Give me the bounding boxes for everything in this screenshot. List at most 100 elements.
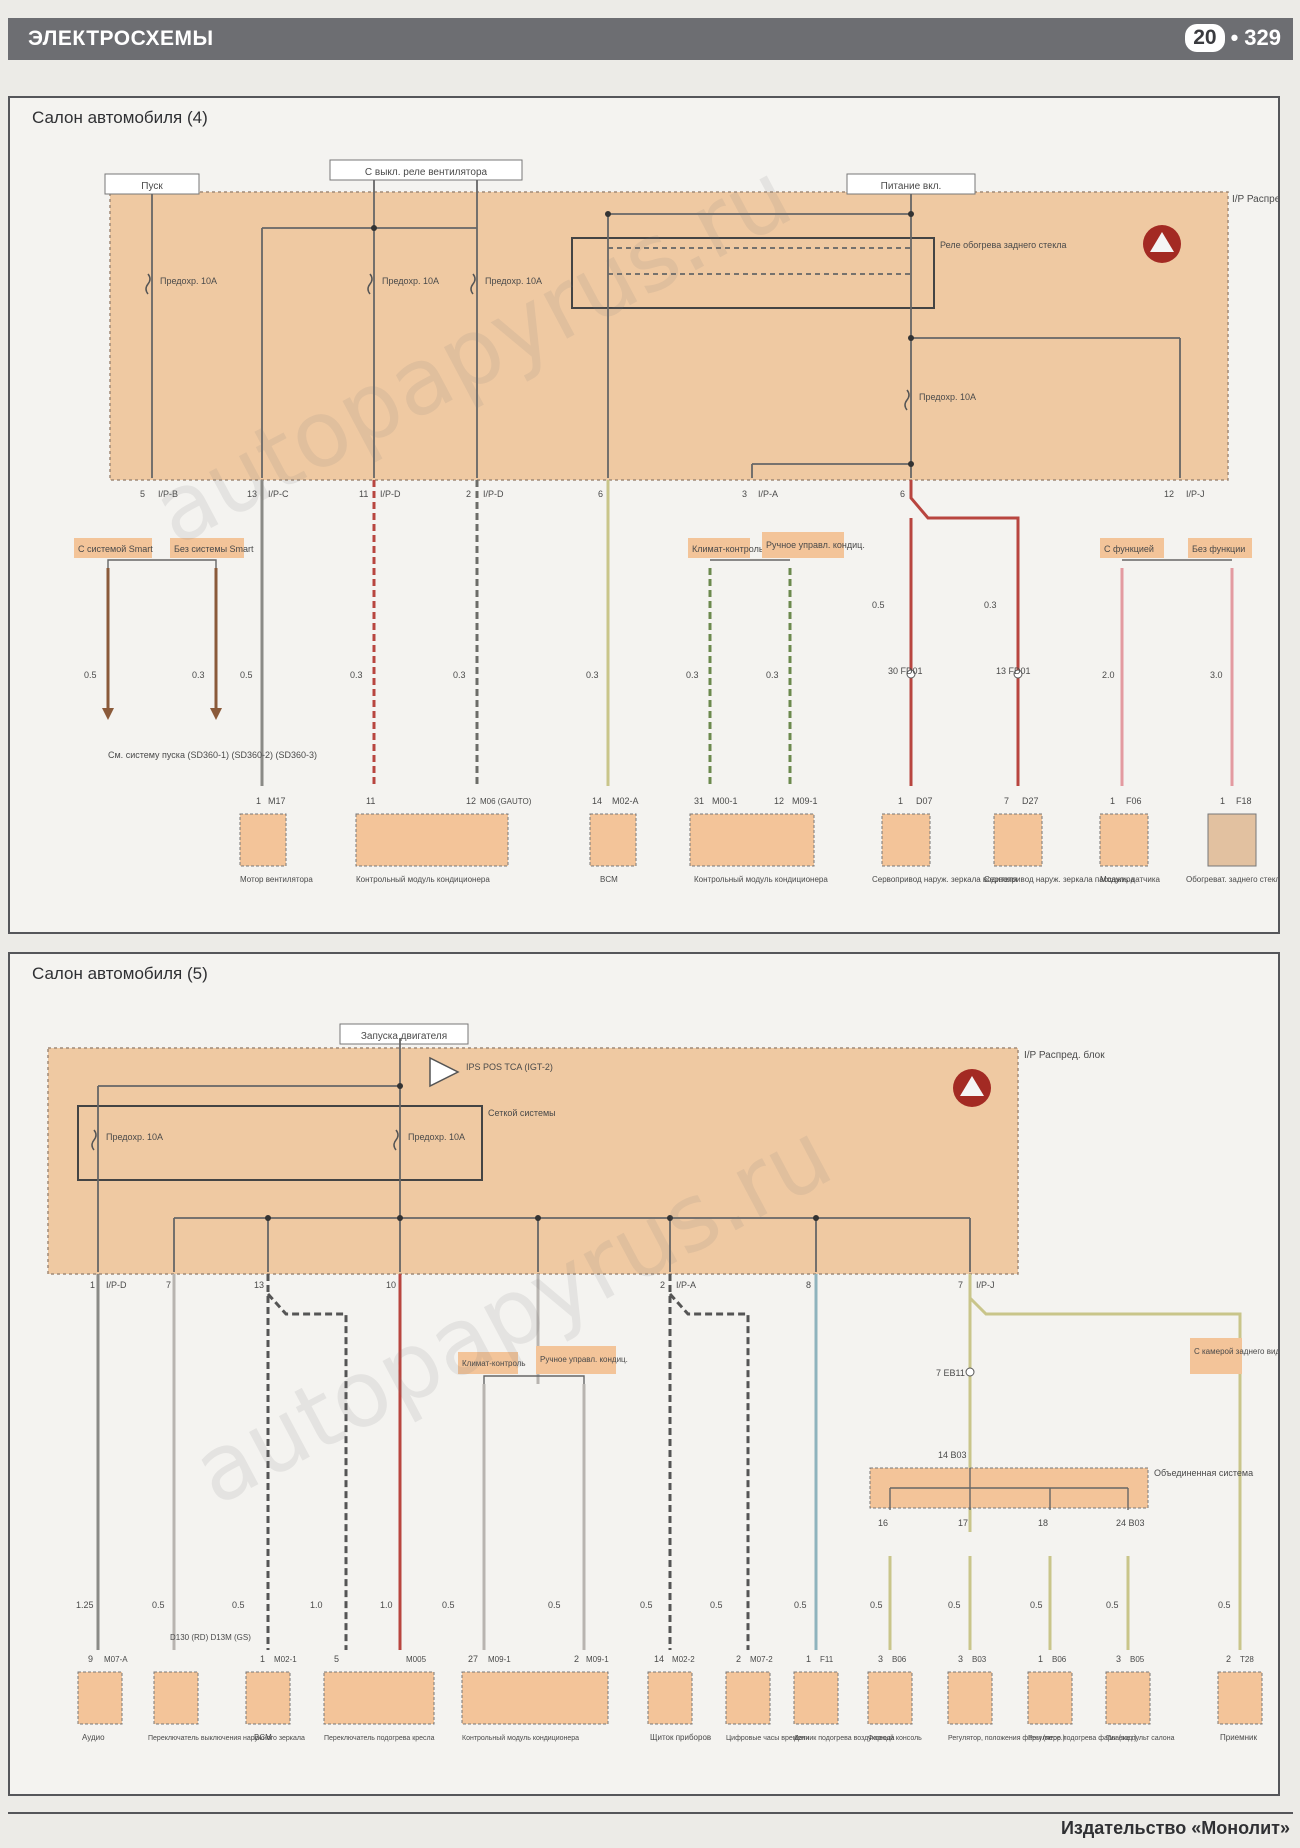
wiring-diagram-4: Пуск С выкл. реле вентилятора Питание вк… bbox=[74, 159, 1278, 884]
page-number: 329 bbox=[1244, 25, 1281, 50]
connector-name: Контрольный модуль кондиционера bbox=[694, 875, 828, 884]
wire-size: 0.3 bbox=[984, 600, 997, 610]
branch-label: С функцией bbox=[1104, 544, 1154, 554]
chapter-badge: 20 bbox=[1185, 24, 1225, 52]
pin-code: I/P-C bbox=[268, 489, 289, 499]
connector-code: F06 bbox=[1126, 796, 1142, 806]
connector-pin: 3 bbox=[878, 1654, 883, 1664]
connector-code: T28 bbox=[1240, 1655, 1254, 1664]
source-label: Запуска двигателя bbox=[361, 1031, 447, 1042]
external-wires bbox=[96, 1274, 1242, 1650]
connector-pin: 7 bbox=[1004, 796, 1009, 806]
wire-size: 0.3 bbox=[453, 670, 466, 680]
internal-wiring bbox=[151, 180, 1181, 478]
pin-label: 3 bbox=[742, 489, 747, 499]
wire-size: 0.5 bbox=[640, 1600, 653, 1610]
connector-name: BCM bbox=[600, 875, 618, 884]
connector-boxes bbox=[239, 813, 1257, 867]
wire-size: 0.3 bbox=[350, 670, 363, 680]
connector-code: M07-A bbox=[104, 1655, 128, 1664]
branch-braces bbox=[483, 1375, 585, 1384]
fuse-label: Предохр. 10A bbox=[382, 276, 439, 286]
connector-code: M09-1 bbox=[792, 796, 818, 806]
wire-size: 0.5 bbox=[872, 600, 885, 610]
fuse-symbols bbox=[91, 1129, 399, 1151]
wire-size: 0.5 bbox=[152, 1600, 165, 1610]
branch-label: Ручное управл. кондиц. bbox=[766, 540, 865, 550]
footer-divider bbox=[8, 1812, 1293, 1814]
page-section-title: ЭЛЕКТРОСХЕМЫ bbox=[28, 27, 214, 50]
connector-code: B05 bbox=[1130, 1655, 1145, 1664]
branch-label-box bbox=[1100, 538, 1164, 558]
branch-label: Без системы Smart bbox=[174, 544, 254, 554]
connector-name: Переключатель подогрева кресла bbox=[324, 1735, 435, 1742]
module-label: Сеткой системы bbox=[488, 1108, 556, 1118]
diagram-panel-5: Салон автомобиля (5) I/P Распред. блок З… bbox=[8, 952, 1280, 1796]
splice-label: 14 B03 bbox=[938, 1450, 967, 1460]
connector-pin: 1 bbox=[898, 796, 903, 806]
connector-pin: 1 bbox=[260, 1654, 265, 1664]
junction-dots bbox=[371, 211, 914, 467]
wire-size: 0.5 bbox=[442, 1600, 455, 1610]
connector-code: D27 bbox=[1022, 796, 1039, 806]
branch-label-box bbox=[74, 538, 152, 558]
source-label-fan: С выкл. реле вентилятора bbox=[365, 167, 488, 178]
fuse-label: Предохр. 10A bbox=[408, 1132, 465, 1142]
relay-box bbox=[571, 237, 935, 309]
connector-code: M02-A bbox=[612, 796, 639, 806]
pin-label: 7 bbox=[166, 1280, 171, 1290]
gauge-pin: 17 bbox=[958, 1518, 968, 1528]
reference-note: См. систему пуска (SD360-1) (SD360-2) (S… bbox=[108, 750, 317, 760]
branch-label: Климат-контроль bbox=[692, 544, 764, 554]
connector-pin: 1 bbox=[256, 796, 261, 806]
module-box bbox=[77, 1105, 483, 1181]
connector-pin: 9 bbox=[88, 1654, 93, 1664]
pin-label: 1 bbox=[90, 1280, 95, 1290]
connector-name: Плавка пульт салона bbox=[1106, 1735, 1175, 1742]
branch-label-box bbox=[458, 1352, 518, 1374]
connector-code: M07-2 bbox=[750, 1655, 773, 1664]
branch-label: Без функции bbox=[1192, 544, 1245, 554]
fuse-label: Предохр. 10A bbox=[160, 276, 217, 286]
connector-name: Сервопривод наруж. зеркала водителя bbox=[872, 875, 1017, 884]
connector-code: B06 bbox=[1052, 1655, 1067, 1664]
source-label-start: Пуск bbox=[141, 181, 163, 192]
splice-point bbox=[906, 669, 916, 679]
junction-box-label: I/P Распред. блок bbox=[1024, 1049, 1105, 1061]
wire-size: 3.0 bbox=[1210, 670, 1223, 680]
pin-label: 6 bbox=[598, 489, 603, 499]
connector-name: Регулятор, положения фары (пере.) bbox=[948, 1735, 1065, 1742]
pin-label: 7 bbox=[958, 1280, 963, 1290]
connector-pin: 11 bbox=[366, 796, 375, 806]
source-label-box bbox=[329, 159, 523, 181]
panel-title: Салон автомобиля (5) bbox=[32, 964, 208, 983]
gauge-pin: 18 bbox=[1038, 1518, 1048, 1528]
connector-code: F18 bbox=[1236, 796, 1252, 806]
connector-code: M06 (GAUTO) bbox=[480, 797, 532, 806]
wire-size: 1.0 bbox=[380, 1600, 393, 1610]
pin-code: I/P-D bbox=[106, 1280, 127, 1290]
wire-size: 0.3 bbox=[766, 670, 779, 680]
pin-code: I/P-J bbox=[976, 1280, 995, 1290]
source-label-power: Питание вкл. bbox=[881, 181, 942, 192]
connector-pin: 5 bbox=[334, 1654, 339, 1664]
wire-size: 0.5 bbox=[1106, 1600, 1119, 1610]
arrow-icons bbox=[102, 708, 222, 720]
junction-box bbox=[109, 191, 1229, 481]
connector-code: M09-1 bbox=[586, 1655, 609, 1664]
splice-point bbox=[965, 1367, 975, 1377]
connector-pin: 1 bbox=[1110, 796, 1115, 806]
connector-code: D130 (RD) D13M (GS) bbox=[170, 1633, 251, 1642]
connector-name: Щиток приборов bbox=[650, 1733, 711, 1742]
branch-label: Ручное управл. кондиц. bbox=[540, 1355, 628, 1364]
ips-label: IPS POS TCA (IGT-2) bbox=[466, 1062, 553, 1072]
pin-label: 12 bbox=[1164, 489, 1174, 499]
connector-name: Цифровые часы времени bbox=[726, 1735, 809, 1742]
connector-name: Контрольный модуль кондиционера bbox=[462, 1734, 579, 1742]
wire-size: 1.25 bbox=[76, 1600, 94, 1610]
connector-pin: 2 bbox=[1226, 1654, 1231, 1664]
connector-pin: 14 bbox=[654, 1654, 664, 1664]
connector-pin: 3 bbox=[1116, 1654, 1121, 1664]
external-wires bbox=[106, 480, 1234, 786]
wire-size: 0.5 bbox=[240, 670, 253, 680]
